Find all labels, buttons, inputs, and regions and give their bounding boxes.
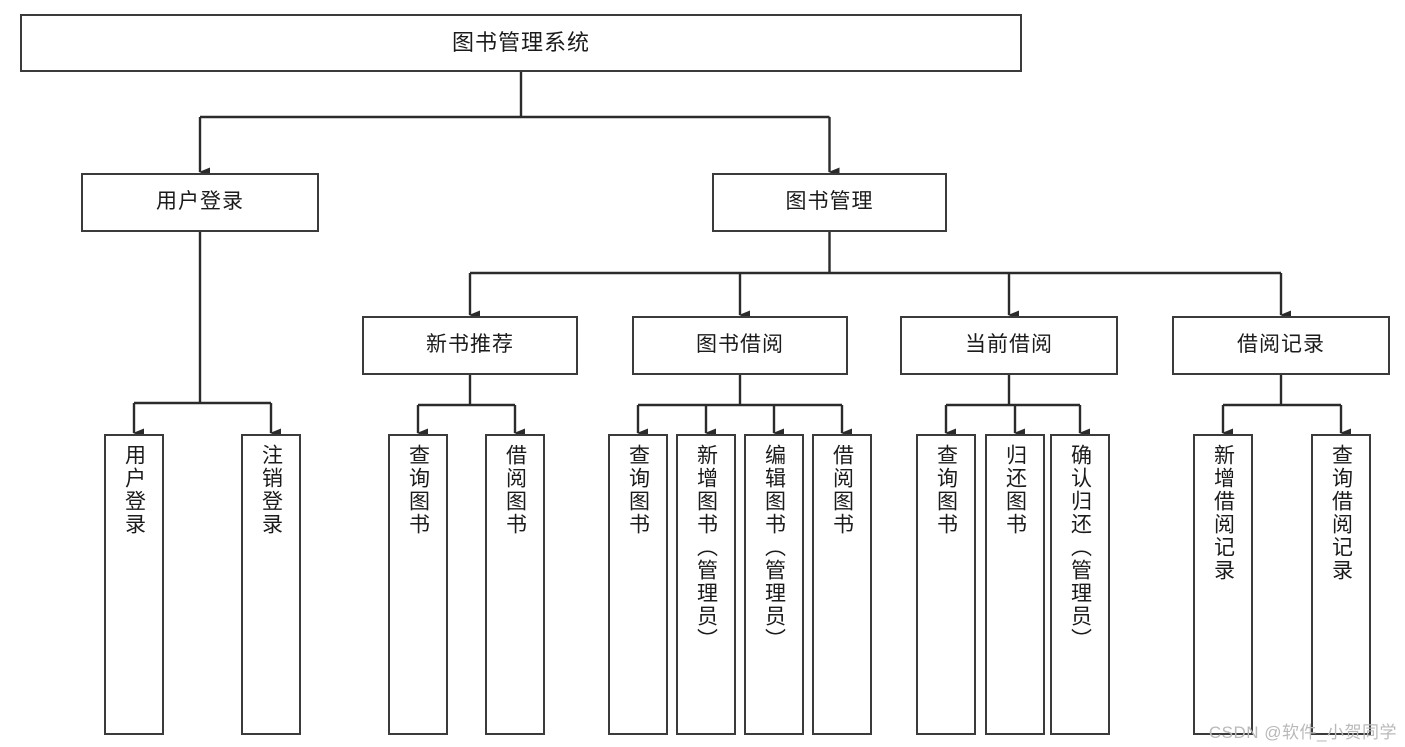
node-label-borrow-record: 借阅记录	[1237, 333, 1325, 357]
node-return-book: 归还图书	[985, 434, 1045, 735]
node-label-borrow-book-2: 借阅图书	[830, 444, 854, 536]
node-confirm-return-admin: 确认归还（管理员）	[1050, 434, 1110, 735]
node-book-manage: 图书管理	[712, 173, 947, 232]
node-label-return-book: 归还图书	[1003, 444, 1027, 536]
node-label-add-borrow-record: 新增借阅记录	[1211, 444, 1235, 582]
node-query-book-2: 查询图书	[608, 434, 668, 735]
node-borrow-record: 借阅记录	[1172, 316, 1390, 375]
node-borrow-book-1: 借阅图书	[485, 434, 545, 735]
node-edit-book-admin: 编辑图书（管理员）	[744, 434, 804, 735]
node-label-user-login: 用户登录	[156, 190, 244, 214]
node-label-edit-book-admin: 编辑图书（管理员）	[762, 444, 786, 651]
node-label-user-login-do: 用户登录	[122, 444, 146, 536]
node-label-query-book-3: 查询图书	[934, 444, 958, 536]
node-user-login-do: 用户登录	[104, 434, 164, 735]
node-label-query-book-1: 查询图书	[406, 444, 430, 536]
node-add-book-admin: 新增图书（管理员）	[676, 434, 736, 735]
node-current-borrow: 当前借阅	[900, 316, 1118, 375]
node-query-borrow-record: 查询借阅记录	[1311, 434, 1371, 735]
node-query-book-3: 查询图书	[916, 434, 976, 735]
node-label-query-book-2: 查询图书	[626, 444, 650, 536]
watermark-text: CSDN @软件_小贺同学	[1208, 723, 1397, 742]
node-add-borrow-record: 新增借阅记录	[1193, 434, 1253, 735]
node-label-borrow-book-1: 借阅图书	[503, 444, 527, 536]
node-new-book-recommend: 新书推荐	[362, 316, 578, 375]
node-borrow-book-2: 借阅图书	[812, 434, 872, 735]
node-label-user-logout: 注销登录	[259, 444, 283, 536]
node-query-book-1: 查询图书	[388, 434, 448, 735]
node-user-login: 用户登录	[81, 173, 319, 232]
node-label-book-manage: 图书管理	[785, 190, 874, 214]
node-user-logout: 注销登录	[241, 434, 301, 735]
node-label-query-borrow-record: 查询借阅记录	[1329, 444, 1353, 582]
node-label-confirm-return-admin: 确认归还（管理员）	[1068, 444, 1092, 651]
node-label-new-book-recommend: 新书推荐	[426, 333, 514, 357]
node-label-add-book-admin: 新增图书（管理员）	[694, 444, 718, 651]
node-root: 图书管理系统	[20, 14, 1022, 72]
node-label-book-borrow: 图书借阅	[696, 333, 784, 357]
node-book-borrow: 图书借阅	[632, 316, 848, 375]
node-label-root: 图书管理系统	[451, 30, 590, 56]
node-label-current-borrow: 当前借阅	[965, 333, 1053, 357]
